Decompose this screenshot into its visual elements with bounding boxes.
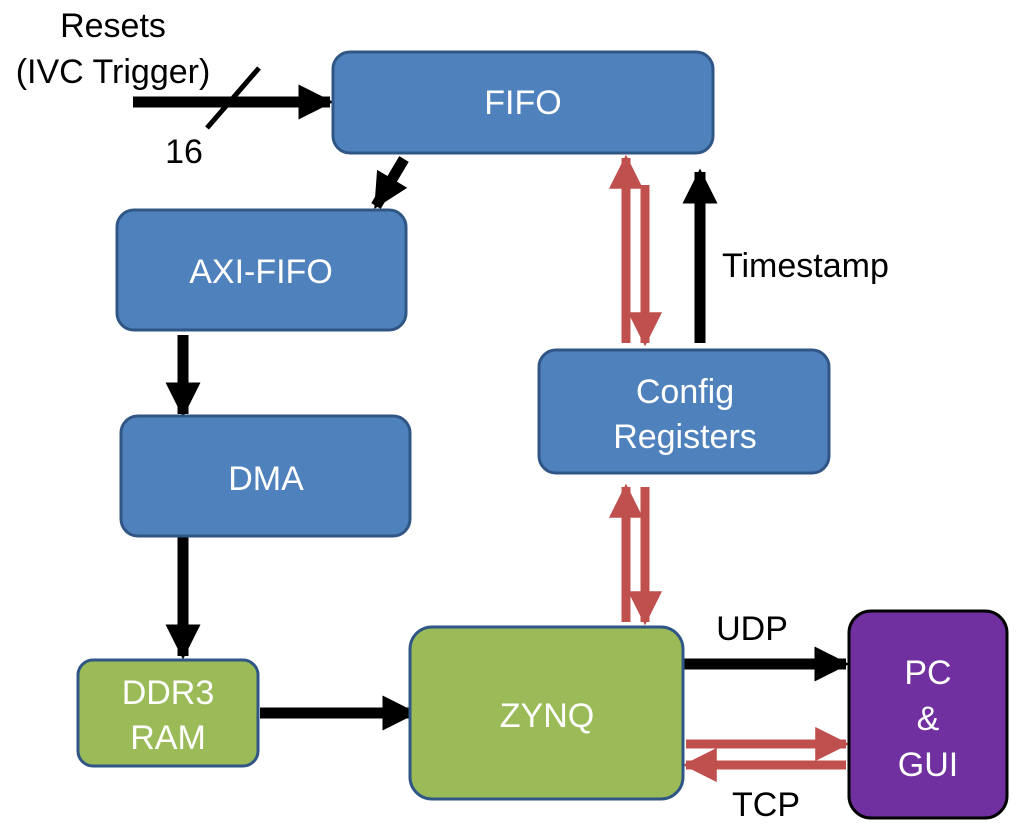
axi-fifo-block: AXI-FIFO	[115, 208, 408, 332]
fifo-to-axi-fifo-arrow	[371, 156, 409, 210]
zynq-label: ZYNQ	[500, 697, 594, 735]
bus-width-slash	[205, 66, 261, 130]
fifo-block: FIFO	[331, 50, 715, 155]
dma-block: DMA	[119, 414, 412, 538]
tcp-label: TCP	[732, 786, 800, 824]
ddr3-ram-block: DDR3 RAM	[76, 658, 260, 768]
annotation-labels: Resets (IVC Trigger) 16 Timestamp UDP TC…	[16, 7, 889, 824]
timestamp-label: Timestamp	[722, 247, 889, 285]
gui-label: GUI	[898, 746, 958, 784]
dma-label: DMA	[228, 460, 304, 498]
resets-label: Resets	[60, 7, 166, 45]
bus-width-label: 16	[165, 133, 203, 171]
pc-label: PC	[904, 654, 951, 692]
zynq-block: ZYNQ	[408, 625, 685, 801]
ram-label: RAM	[130, 719, 206, 757]
config-label: Config	[636, 373, 734, 411]
fifo-label: FIFO	[484, 84, 561, 122]
ddr3-ram-box	[76, 658, 260, 768]
fifo-box	[331, 50, 715, 155]
pc-gui-block: PC & GUI	[847, 609, 1009, 820]
config-registers-block: Config Registers	[537, 348, 831, 475]
red-arrows	[608, 154, 850, 783]
ampersand-label: &	[917, 700, 940, 738]
axi-fifo-label: AXI-FIFO	[189, 253, 333, 291]
ivc-trigger-label: (IVC Trigger)	[16, 53, 211, 91]
pc-gui-box	[847, 609, 1009, 820]
udp-label: UDP	[716, 610, 788, 648]
registers-label: Registers	[613, 418, 757, 456]
ddr3-label: DDR3	[122, 674, 215, 712]
config-registers-box	[537, 348, 831, 475]
black-arrows	[133, 66, 850, 731]
zynq-box	[408, 625, 685, 801]
axi-fifo-box	[115, 208, 408, 332]
dma-box	[119, 414, 412, 538]
